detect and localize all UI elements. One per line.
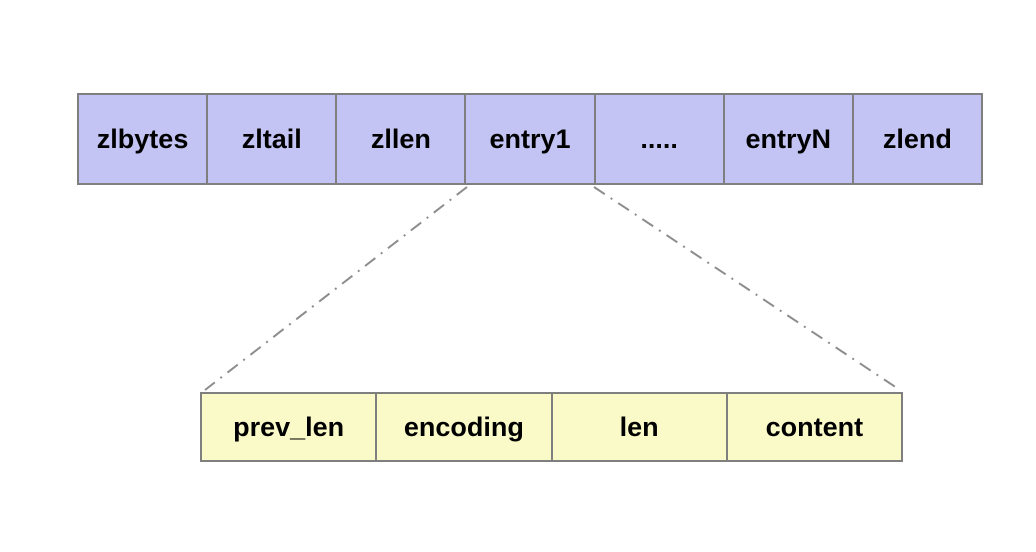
cell-len: len [552,394,728,460]
connector-right-line [593,186,901,391]
ziplist-table: zlbytes zltail zllen entry1 ..... entryN… [77,93,983,185]
entry-detail-table: prev_len encoding len content [200,392,903,462]
connector-left-line [204,186,468,391]
cell-prev-len: prev_len [202,394,378,460]
cell-encoding: encoding [377,394,553,460]
cell-content: content [727,394,901,460]
cell-entryN: entryN [724,95,854,183]
cell-zllen: zllen [337,95,467,183]
cell-ellipsis: ..... [595,95,725,183]
cell-zltail: zltail [208,95,338,183]
cell-zlbytes: zlbytes [79,95,209,183]
cell-entry1: entry1 [466,95,596,183]
cell-zlend: zlend [853,95,981,183]
